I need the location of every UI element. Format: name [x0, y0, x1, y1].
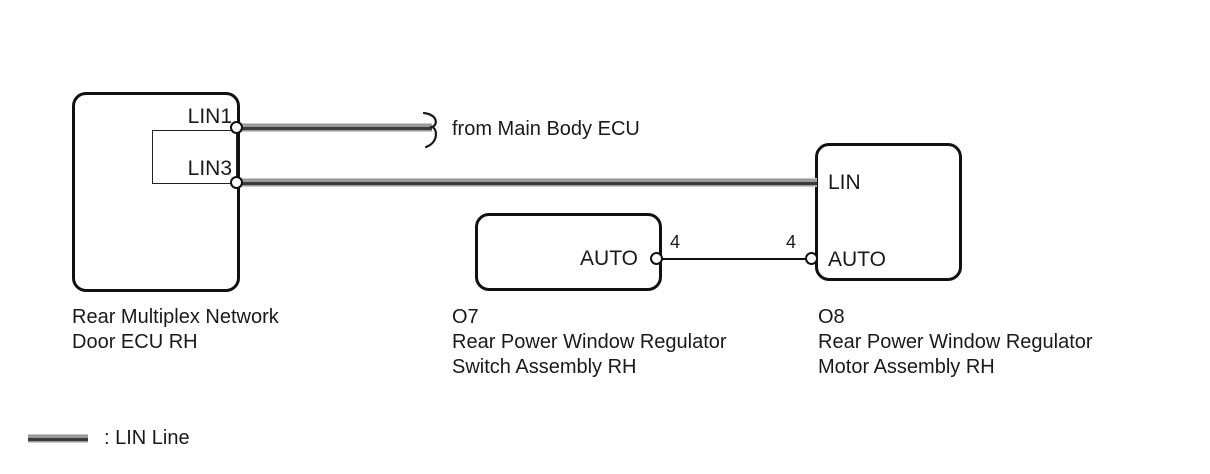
lin-line-symbol-icon — [28, 433, 88, 443]
component-box-rear-power-window-regulator-switch-assembly-rh — [475, 213, 662, 291]
lin-line-lin1-to-main-body-ecu — [236, 123, 432, 132]
terminal-label-switch-auto: AUTO — [580, 247, 638, 270]
caption-rear-power-window-regulator-motor-assembly-rh: Rear Power Window Regulator Motor Assemb… — [818, 331, 1093, 378]
annotation-from-main-body-ecu: from Main Body ECU — [452, 118, 640, 140]
component-box-rear-power-window-regulator-motor-assembly-rh — [815, 143, 962, 281]
caption-rear-power-window-regulator-switch-assembly-rh: Rear Power Window Regulator Switch Assem… — [452, 331, 727, 378]
terminal-pin-switch-auto[interactable] — [650, 252, 663, 265]
legend-label-lin-line: : LIN Line — [104, 427, 190, 449]
pin-number-motor-auto: 4 — [786, 232, 797, 252]
terminal-pin-lin1[interactable] — [230, 121, 243, 134]
terminal-label-motor-auto: AUTO — [828, 248, 886, 271]
terminal-label-motor-lin: LIN — [828, 171, 861, 194]
pin-number-switch-auto: 4 — [670, 232, 681, 252]
ecu-internal-circuit-rect — [152, 130, 237, 184]
legend: : LIN Line — [28, 428, 190, 448]
lin-line-lin3-to-motor-lin — [236, 178, 817, 187]
caption-rear-multiplex-network-door-ecu-rh: Rear Multiplex Network Door ECU RH — [72, 306, 279, 353]
wire-break-symbol — [422, 111, 438, 149]
component-box-rear-multiplex-network-door-ecu-rh — [72, 92, 240, 292]
terminal-label-lin1: LIN1 — [187, 105, 232, 128]
terminal-pin-motor-auto[interactable] — [805, 252, 818, 265]
caption-ref-o8: O8 — [818, 306, 845, 328]
terminal-pin-lin3[interactable] — [230, 176, 243, 189]
caption-ref-o7: O7 — [452, 306, 479, 328]
wire-auto-switch-to-motor — [660, 258, 812, 260]
terminal-label-lin3: LIN3 — [187, 157, 232, 180]
